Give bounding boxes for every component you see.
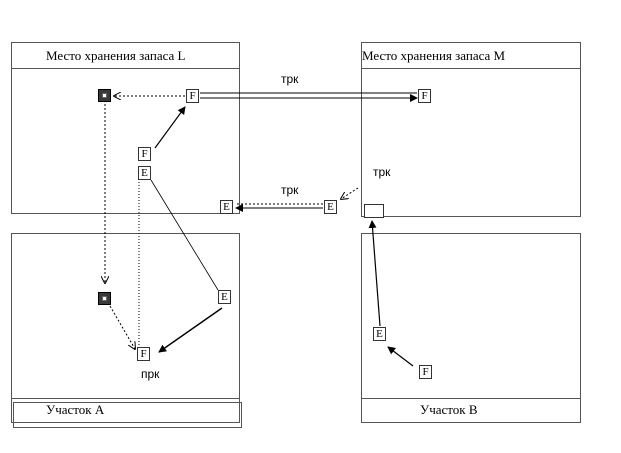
storage-location-m: Место хранения запаса M [361,42,581,217]
section-a-footer-frame [13,402,242,428]
node-m-f-right: F [418,89,431,103]
node-l-e-mid: E [138,166,151,180]
stock-square-icon [98,89,111,102]
node-a-e: E [218,290,231,304]
node-mid-e: E [324,200,337,214]
dotted-m-to-e-mid [341,187,359,199]
node-l-f-top: F [186,89,199,103]
node-l-f-mid: F [138,147,151,161]
node-a-f: F [137,347,150,361]
stock-square-icon [98,292,111,305]
node-b-e: E [373,327,386,341]
storage-location-l: Место хранения запаса L [11,42,240,214]
section-b-title: Участок B [362,398,580,422]
label-trk-right: трк [373,165,391,179]
node-l-e-bottom: E [220,200,233,214]
storage-l-title: Место хранения запаса L [12,43,239,69]
label-prk: прк [141,367,160,381]
storage-m-title: Место хранения запаса M [362,43,580,69]
empty-container-icon [364,204,384,218]
label-trk-middle: трк [281,183,299,197]
section-a: Участок A [11,233,240,423]
section-b: Участок B [361,233,581,423]
label-trk-top: трк [281,72,299,86]
section-a-title: Участок A [12,398,239,422]
node-b-f: F [419,365,432,379]
